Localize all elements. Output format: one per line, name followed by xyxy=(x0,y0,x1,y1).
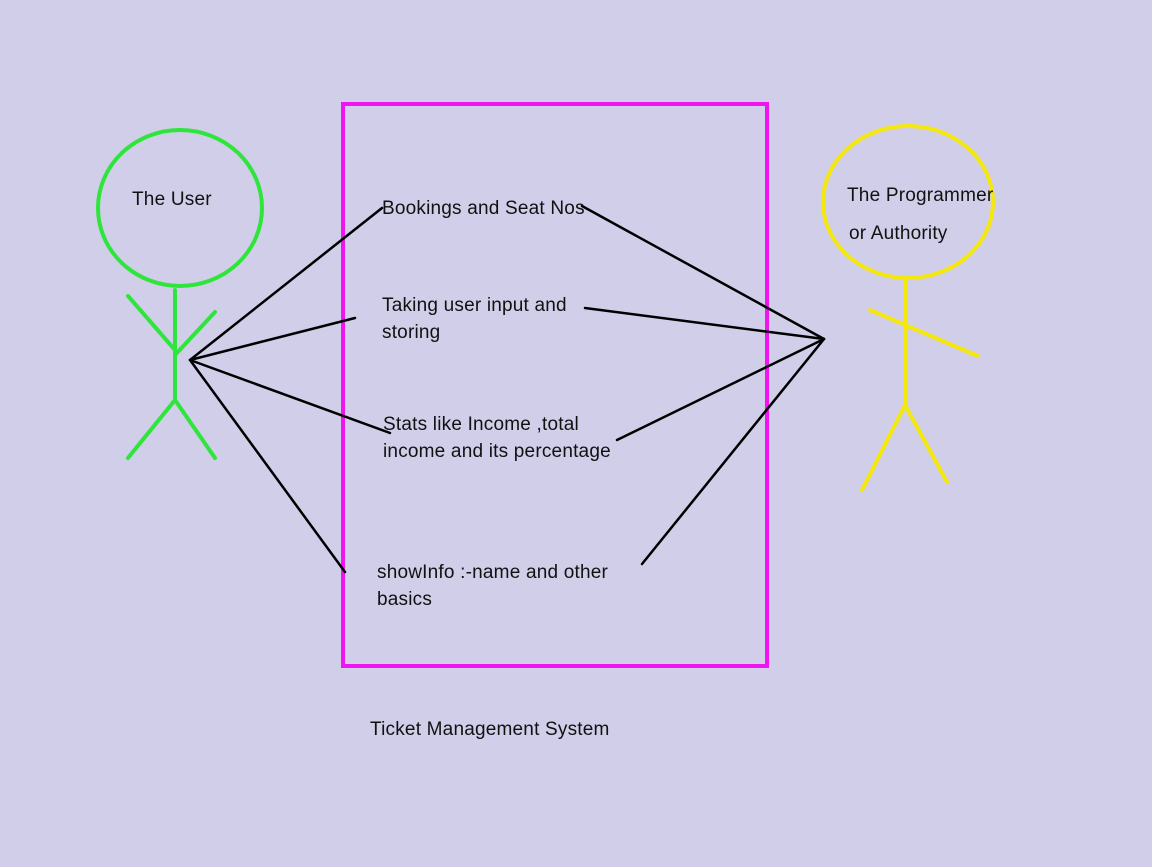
user-to-stats-line xyxy=(188,358,392,435)
user-to-input-line xyxy=(188,316,357,362)
programmer-actor-head xyxy=(821,124,995,280)
user-actor-left-arm xyxy=(126,294,177,352)
user-actor-head xyxy=(96,128,264,288)
user-actor-label: The User xyxy=(132,189,212,210)
user-connectors xyxy=(188,206,392,574)
programmer-connectors xyxy=(580,204,826,566)
programmer-actor-label-line2: or Authority xyxy=(849,223,948,244)
programmer-actor-figure xyxy=(821,124,995,492)
programmer-actor-label-line1: The Programmer xyxy=(847,185,994,206)
programmer-actor-arm xyxy=(868,308,980,358)
programmer-to-bookings-line xyxy=(580,204,826,341)
use-case-showinfo-line1: showInfo :-name and other xyxy=(377,562,609,583)
user-to-bookings-line xyxy=(188,206,384,362)
use-case-showinfo-line2: basics xyxy=(377,589,433,610)
programmer-to-showinfo-line xyxy=(640,337,826,566)
user-actor-left-leg xyxy=(126,398,177,460)
user-actor-right-arm xyxy=(173,310,217,357)
system-caption: Ticket Management System xyxy=(370,719,610,740)
user-to-showinfo-line xyxy=(188,358,347,574)
programmer-to-input-line xyxy=(583,306,826,341)
programmer-to-stats-line xyxy=(615,337,826,442)
user-actor-figure xyxy=(96,128,264,460)
use-case-bookings: Bookings and Seat Nos xyxy=(382,198,585,219)
programmer-actor-right-leg xyxy=(903,403,949,484)
use-case-input-line2: storing xyxy=(382,322,441,343)
use-case-input-line1: Taking user input and xyxy=(382,295,567,316)
use-case-stats-line2: income and its percentage xyxy=(383,441,611,462)
system-boundary xyxy=(341,102,769,668)
use-case-stats-line1: Stats like Income ,total xyxy=(383,414,579,435)
user-actor-right-leg xyxy=(173,398,217,460)
programmer-actor-left-leg xyxy=(860,403,907,492)
